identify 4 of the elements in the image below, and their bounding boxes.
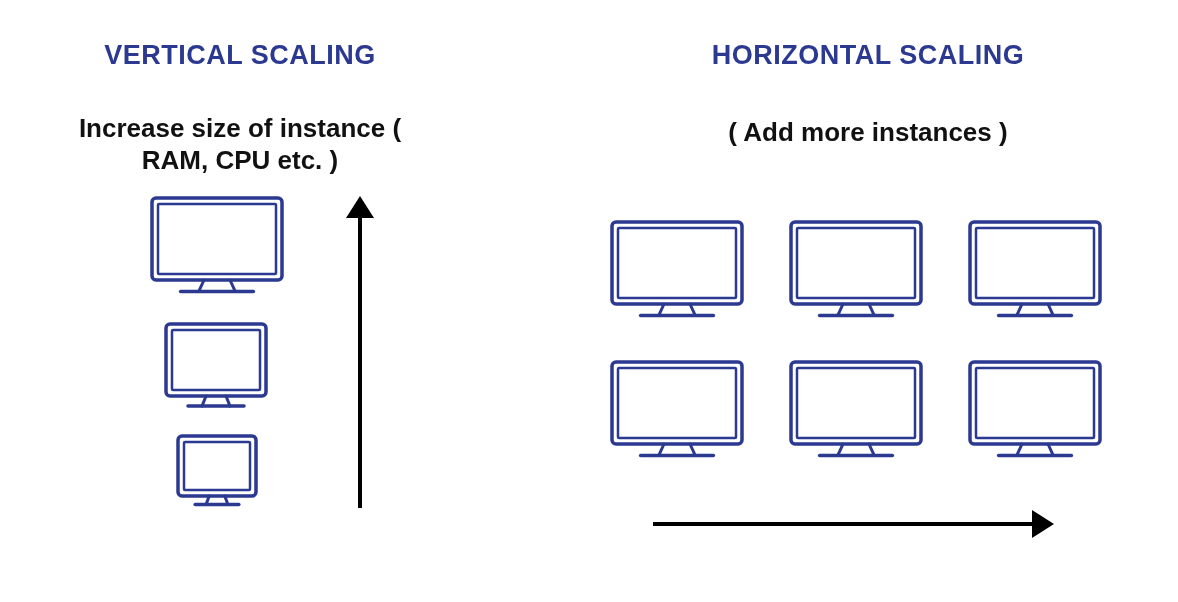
description-text: Increase size of instance ( RAM, CPU etc. ) [77,112,403,176]
section-heading: HORIZONTAL SCALING [711,40,1025,71]
section-heading: VERTICAL SCALING [104,40,376,71]
description-text: ( Add more instances ) [727,116,1009,148]
